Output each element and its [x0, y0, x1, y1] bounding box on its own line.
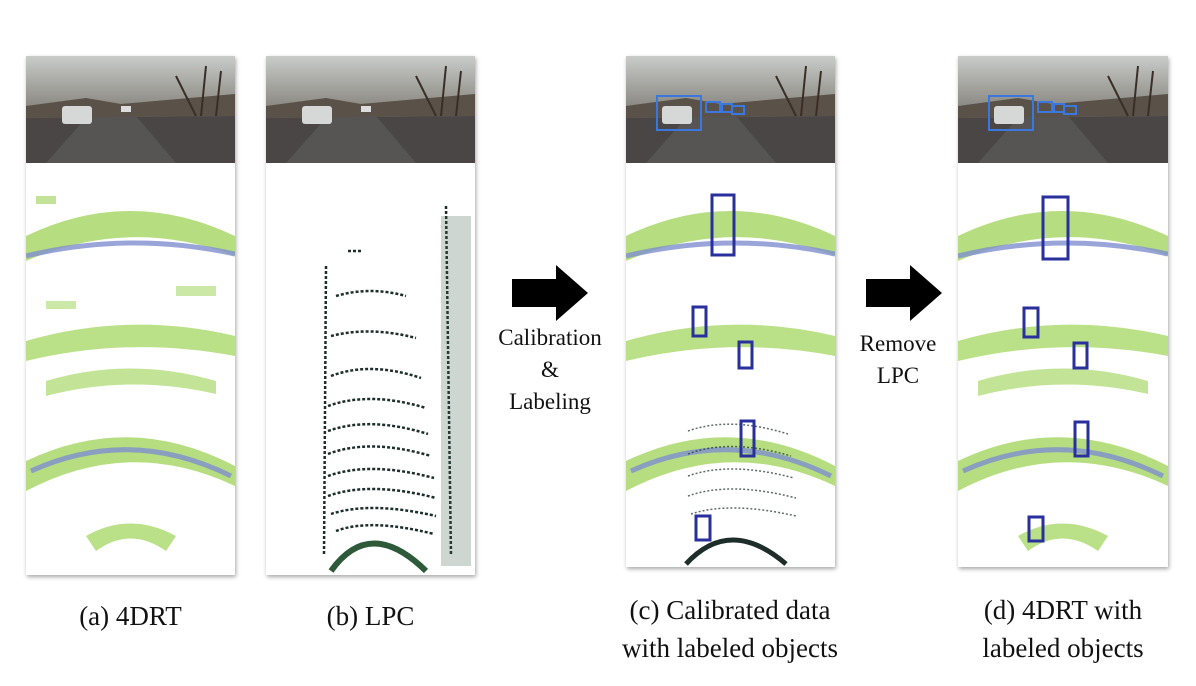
lidar-points [687, 423, 797, 517]
radar-heatmap [26, 196, 235, 551]
remove-label-line2: LPC [876, 363, 920, 388]
panel-calibrated-image [626, 56, 835, 567]
calibration-label-line1: Calibration [498, 325, 602, 350]
calibration-label-line2: & [541, 357, 559, 382]
camera-image [958, 56, 1168, 163]
lidar-ring [684, 537, 788, 566]
caption-a-line1: (a) 4DRT [79, 601, 182, 631]
camera-image [626, 56, 835, 163]
caption-d: (d) 4DRT with labeled objects [930, 591, 1196, 667]
panel-calibrated [626, 56, 835, 567]
panel-4drt-image [26, 56, 235, 575]
panel-lpc [266, 56, 475, 575]
camera-bounding-boxes [988, 95, 1077, 131]
caption-c-line1: (c) Calibrated data [629, 595, 831, 625]
panel-4drt [26, 56, 235, 575]
panel-lpc-image [266, 56, 475, 575]
arrow-right-icon-2 [866, 265, 942, 321]
bev-bounding-boxes [691, 193, 756, 542]
radar-heatmap [958, 211, 1168, 551]
caption-c: (c) Calibrated data with labeled objects [580, 591, 880, 667]
camera-image [26, 56, 235, 163]
caption-b-line1: (b) LPC [326, 601, 415, 631]
calibration-labeling-label: Calibration & Labeling [478, 322, 622, 418]
caption-a: (a) 4DRT [26, 597, 235, 635]
lidar-ring [328, 540, 429, 574]
caption-d-line1: (d) 4DRT with [983, 595, 1143, 625]
caption-d-line2: labeled objects [982, 633, 1144, 663]
camera-image [266, 56, 475, 163]
lidar-points [322, 205, 453, 557]
bev-bounding-boxes [1022, 195, 1090, 543]
arrow-right-icon [512, 265, 588, 321]
camera-bounding-boxes [656, 95, 745, 131]
panel-4drt-labeled-image [958, 56, 1168, 567]
remove-label-line1: Remove [859, 331, 937, 356]
remove-lpc-label: Remove LPC [840, 328, 956, 392]
lidar-roadside [441, 216, 471, 566]
calibration-label-line3: Labeling [509, 389, 591, 414]
radar-heatmap [626, 211, 835, 491]
caption-c-line2: with labeled objects [622, 633, 838, 663]
panel-4drt-labeled [958, 56, 1168, 567]
caption-b: (b) LPC [266, 597, 475, 635]
